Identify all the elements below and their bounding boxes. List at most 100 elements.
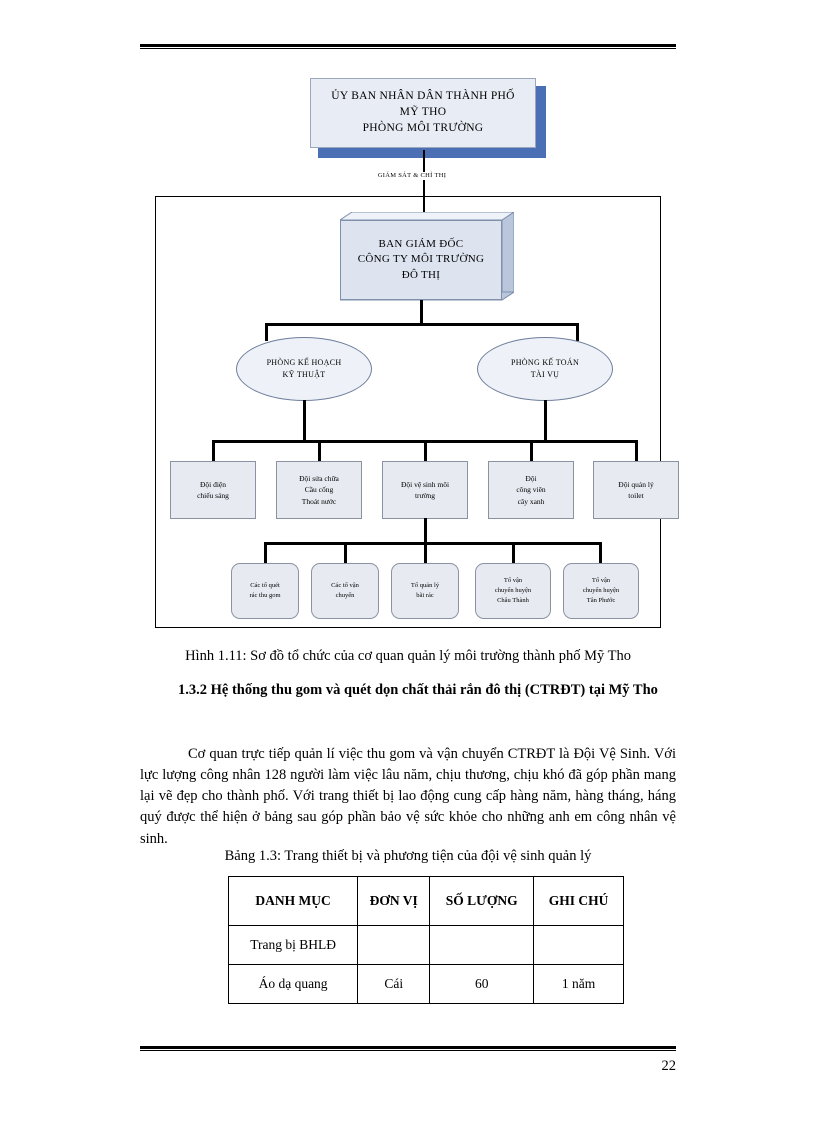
top-authority-label: ỦY BAN NHÂN DÂN THÀNH PHỐ MỸ THO PHÒNG M… [331, 89, 515, 137]
department-label-4: Đội công viên cây xanh [516, 473, 545, 507]
department-4-line-1: Đội [525, 474, 537, 484]
department-3-line-1: Đội vệ sinh môi [400, 479, 450, 489]
connector-department-3-down [424, 518, 427, 544]
table-cell-ghi-chu: 1 năm [533, 964, 624, 1004]
connector-to-division-2 [576, 323, 579, 341]
table-cell-danh-muc: Trang bị BHLĐ [227, 925, 359, 965]
division-label-2: PHÒNG KẾ TOÁN TÀI VỤ [511, 357, 579, 381]
department-label-3: Đội vệ sinh môi trường [401, 479, 449, 502]
footer-rule-thin [140, 1050, 676, 1051]
department-box-3: Đội vệ sinh môi trường [382, 461, 468, 519]
connector-to-department-5 [635, 440, 638, 462]
department-2-line-2: Cầu cống [304, 485, 334, 495]
connector-to-team-3 [424, 542, 427, 564]
department-box-1: Đội điện chiếu sáng [170, 461, 256, 519]
table-header-so-luong: SỐ LƯỢNG [429, 876, 535, 926]
table-cell-don-vi [357, 925, 431, 965]
table-cell-don-vi: Cái [357, 964, 431, 1004]
team-2-line-2: chuyển [335, 592, 355, 599]
connector-team-bus [264, 542, 601, 545]
director-box: BAN GIÁM ĐỐC CÔNG TY MÔI TRƯỜNG ĐÔ THỊ [340, 220, 502, 300]
division-node-2: PHÒNG KẾ TOÁN TÀI VỤ [477, 337, 613, 401]
table-row: Áo dạ quang Cái 60 1 năm [227, 964, 624, 1004]
team-label-2: Các tổ vận chuyển [331, 581, 359, 601]
figure-caption: Hình 1.11: Sơ đồ tổ chức của cơ quan quả… [185, 648, 631, 664]
table-cell-ghi-chu [533, 925, 624, 965]
team-5-line-1: Tổ vận [591, 576, 611, 584]
team-1-line-1: Các tổ quét [250, 581, 280, 589]
page-number: 22 [661, 1058, 677, 1074]
top-authority-line-1: ỦY BAN NHÂN DÂN THÀNH PHỐ [331, 90, 515, 103]
team-label-5: Tổ vận chuyển huyện Tân Phước [583, 576, 619, 606]
table-header-danh-muc: DANH MỤC [227, 876, 359, 926]
department-2-line-1: Đội sửa chữa [299, 474, 339, 484]
department-5-line-1: Đội quản lý [618, 479, 654, 489]
department-4-line-3: cây xanh [517, 496, 545, 506]
director-line-3: ĐÔ THỊ [401, 268, 441, 281]
team-4-line-3: Châu Thành [497, 597, 529, 605]
team-box-4: Tổ vận chuyển huyện Châu Thành [475, 563, 551, 619]
table-header-don-vi: ĐƠN VỊ [357, 876, 431, 926]
team-5-line-3: Tân Phước [586, 597, 616, 605]
top-authority-node: ỦY BAN NHÂN DÂN THÀNH PHỐ MỸ THO PHÒNG M… [310, 78, 546, 158]
table-caption: Bảng 1.3: Trang thiết bị và phương tiện … [224, 848, 592, 864]
connector-division-2-down [544, 400, 547, 442]
division-2-line-1: PHÒNG KẾ TOÁN [510, 358, 580, 367]
connector-to-division-1 [265, 323, 268, 341]
connector-division-1-down [303, 400, 306, 442]
team-label-1: Các tổ quét rác thu gom [249, 581, 280, 601]
table-cell-so-luong: 60 [429, 964, 535, 1004]
team-box-1: Các tổ quét rác thu gom [231, 563, 299, 619]
team-label-3: Tổ quản lý bãi rác [411, 581, 439, 601]
connector-to-department-2 [318, 440, 321, 462]
team-box-2: Các tổ vận chuyển [311, 563, 379, 619]
department-1-line-1: Đội điện [199, 479, 227, 489]
header-rule-thin [140, 48, 676, 49]
team-3-line-1: Tổ quản lý [410, 581, 440, 589]
supervision-label: GIÁM SÁT & CHỈ THỊ [377, 172, 447, 179]
department-2-line-3: Thoát nước [301, 496, 337, 506]
director-label: BAN GIÁM ĐỐC CÔNG TY MÔI TRƯỜNG ĐÔ THỊ [358, 237, 485, 284]
top-authority-line-3: PHÒNG MÔI TRƯỜNG [362, 121, 484, 134]
connector-division-bus [265, 323, 578, 326]
table-row: Trang bị BHLĐ [227, 925, 624, 965]
team-2-line-1: Các tổ vận [331, 581, 359, 589]
equipment-table: DANH MỤC ĐƠN VỊ SỐ LƯỢNG GHI CHÚ Trang b… [227, 876, 624, 1004]
connector-director-stem [420, 300, 423, 325]
top-authority-line-2: MỸ THO [399, 106, 447, 119]
connector-to-department-1 [212, 440, 215, 462]
department-label-1: Đội điện chiếu sáng [197, 479, 229, 502]
table-cell-danh-muc: Áo dạ quang [227, 964, 359, 1004]
department-label-5: Đội quản lý toilet [618, 479, 653, 502]
division-node-1: PHÒNG KẾ HOẠCH KỸ THUẬT [236, 337, 372, 401]
department-box-4: Đội công viên cây xanh [488, 461, 574, 519]
table-header-row: DANH MỤC ĐƠN VỊ SỐ LƯỢNG GHI CHÚ [227, 876, 624, 926]
department-1-line-2: chiếu sáng [197, 491, 229, 500]
section-heading: 1.3.2 Hệ thống thu gom và quét dọn chất … [178, 682, 658, 698]
body-paragraph: Cơ quan trực tiếp quản lí việc thu gom v… [140, 746, 676, 847]
header-rule [140, 44, 676, 49]
team-box-3: Tổ quản lý bãi rác [391, 563, 459, 619]
division-label-1: PHÒNG KẾ HOẠCH KỸ THUẬT [267, 357, 342, 381]
team-3-line-2: bãi rác [416, 592, 434, 599]
connector-to-team-4 [512, 542, 515, 564]
team-5-line-2: chuyển huyện [582, 586, 620, 594]
team-1-line-2: rác thu gom [249, 592, 281, 599]
table-cell-so-luong [429, 925, 535, 965]
connector-to-team-5 [599, 542, 602, 564]
team-4-line-2: chuyển huyện [494, 586, 532, 594]
table-header-ghi-chu: GHI CHÚ [533, 876, 624, 926]
connector-to-team-1 [264, 542, 267, 564]
connector-to-team-2 [344, 542, 347, 564]
team-box-5: Tổ vận chuyển huyện Tân Phước [563, 563, 639, 619]
footer-rule-thick [140, 1046, 676, 1049]
connector-to-department-3 [424, 440, 427, 462]
footer-rule [140, 1046, 676, 1051]
department-5-line-2: toilet [628, 491, 644, 500]
connector-top-to-supervision [423, 150, 425, 172]
director-node: BAN GIÁM ĐỐC CÔNG TY MÔI TRƯỜNG ĐÔ THỊ [340, 212, 514, 308]
division-1-line-2: KỸ THUẬT [282, 370, 326, 379]
department-3-line-2: trường [414, 491, 436, 500]
team-4-line-1: Tổ vận [503, 576, 523, 584]
division-2-line-2: TÀI VỤ [530, 370, 560, 379]
